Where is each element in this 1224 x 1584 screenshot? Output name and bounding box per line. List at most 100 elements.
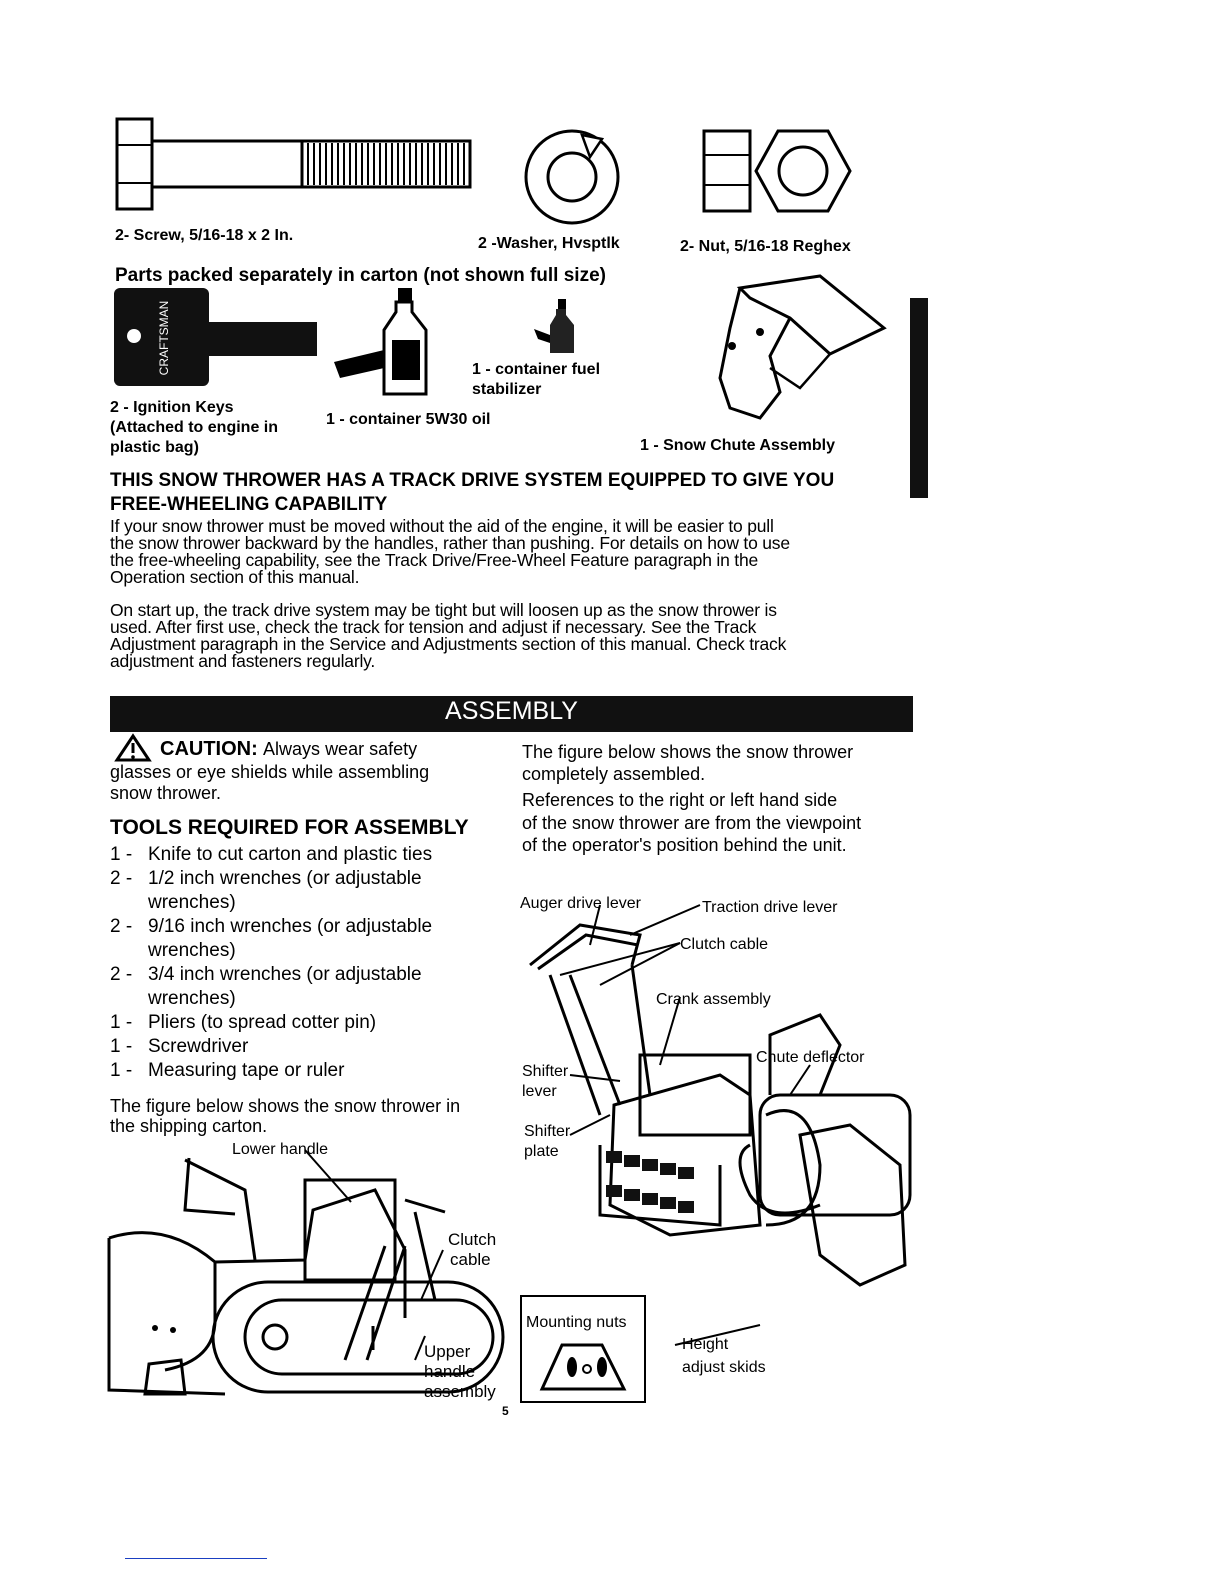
reference-line-1: References to the right or left hand sid… [522, 790, 838, 810]
tool-count: 1 - [110, 844, 133, 865]
tool-text: Knife to cut carton and plastic ties [148, 844, 433, 865]
para2-line: adjustment and fasteners regularly. [110, 651, 376, 671]
keys-caption-3: plastic bag) [110, 439, 199, 456]
shipping-line-1: The figure below shows the snow thrower … [110, 1096, 461, 1116]
carton-heading: Parts packed separately in carton (not s… [115, 265, 606, 286]
upper-handle-label-3: assembly [424, 1382, 496, 1401]
caution-line-3: snow thrower. [110, 783, 222, 803]
ignition-key-drawing: CRAFTSMAN [114, 288, 317, 386]
tool-item: 1 - Knife to cut carton and plastic ties [110, 843, 490, 867]
tool-text: 9/16 inch wrenches (or adjustable [148, 916, 433, 937]
tool-text-cont: wrenches) [148, 892, 236, 913]
caution-text: Always wear safety [263, 739, 418, 759]
caution-line-1: CAUTION: Always wear safety [160, 738, 417, 761]
caution-line-2: glasses or eye shields while assembling [110, 762, 430, 782]
keys-caption-2: (Attached to engine in [110, 419, 278, 436]
footer-rule [125, 1558, 267, 1559]
para1-line: If your snow thrower must be moved witho… [110, 516, 774, 536]
tool-text: 1/2 inch wrenches (or adjustable [148, 868, 422, 889]
mounting-nuts-inset: Mounting nuts [520, 1295, 646, 1403]
upper-handle-label-1: Upper [424, 1342, 471, 1361]
nut-caption: 2- Nut, 5/16-18 Reghex [680, 238, 851, 255]
shifter-lever-label-1: Shifter [522, 1063, 569, 1080]
assembled-snow-thrower-illustration [529, 904, 912, 1346]
assembly-banner-title: ASSEMBLY [445, 697, 578, 725]
tool-item: 1 - Screwdriver [110, 1035, 490, 1059]
para2-line: used. After first use, check the track f… [110, 617, 757, 637]
chute-deflector-label: Chute deflector [756, 1049, 865, 1066]
tool-item: 2 - 1/2 inch wrenches (or adjustable [110, 867, 490, 891]
tool-text-cont: wrenches) [148, 988, 236, 1009]
washer-drawing [524, 129, 620, 225]
oil-container-drawing [334, 288, 428, 396]
shifter-plate-label-1: Shifter [524, 1123, 571, 1140]
tool-count: 2 - [110, 964, 133, 985]
auger-drive-label: Auger drive lever [520, 895, 641, 912]
caution-icon [114, 733, 152, 762]
chute-caption: 1 - Snow Chute Assembly [640, 437, 835, 454]
clutch-cable-label: Clutch cable [680, 936, 769, 953]
shipping-line-2: the shipping carton. [110, 1116, 268, 1136]
page-number: 5 [502, 1404, 509, 1418]
nut-drawing [702, 129, 852, 213]
tool-text: 3/4 inch wrenches (or adjustable [148, 964, 422, 985]
shifter-lever-label-2: lever [522, 1083, 557, 1100]
tool-item: 2 - 9/16 inch wrenches (or adjustable [110, 915, 490, 939]
tool-text-cont: wrenches) [148, 940, 236, 961]
tool-item: 2 - 3/4 inch wrenches (or adjustable [110, 963, 490, 987]
assembly-banner: ASSEMBLY [110, 696, 913, 732]
para1-line: the snow thrower backward by the handles… [110, 533, 790, 553]
tool-text: Measuring tape or ruler [148, 1060, 345, 1081]
height-skids-label-1: Height [682, 1336, 729, 1353]
tool-text: Pliers (to spread cotter pin) [148, 1012, 377, 1033]
lower-handle-label: Lower handle [232, 1141, 329, 1158]
side-marker-bar [910, 298, 928, 498]
reference-line-2: of the snow thrower are from the viewpoi… [522, 813, 862, 833]
height-skids-label-2: adjust skids [682, 1359, 766, 1376]
stabilizer-container-drawing [534, 299, 574, 353]
right-line-2: completely assembled. [522, 764, 706, 784]
screw-drawing [115, 117, 472, 211]
crank-assembly-label: Crank assembly [656, 991, 771, 1008]
tool-count: 1 - [110, 1060, 133, 1081]
clutch-cable-label-1: Clutch [448, 1230, 497, 1249]
caution-label: CAUTION: [160, 738, 258, 760]
tool-item: 1 - Measuring tape or ruler [110, 1059, 490, 1083]
tool-item-cont: wrenches) [110, 939, 490, 963]
shifter-plate-label-2: plate [524, 1143, 559, 1160]
stabilizer-caption-2: stabilizer [472, 381, 542, 398]
freewheel-paragraph-2: On start up, the track drive system may … [110, 600, 910, 671]
tool-count: 1 - [110, 1036, 133, 1057]
tool-text: Screwdriver [148, 1036, 249, 1057]
clutch-cable-label-2: cable [450, 1250, 491, 1269]
tools-list: 1 -Knife to cut carton and plastic ties … [110, 843, 490, 1083]
traction-drive-label: Traction drive lever [702, 899, 838, 916]
tools-heading: TOOLS REQUIRED FOR ASSEMBLY [110, 816, 469, 839]
tool-item-cont: wrenches) [110, 987, 490, 1011]
snow-chute-drawing [718, 274, 887, 420]
freewheel-heading-1: THIS SNOW THROWER HAS A TRACK DRIVE SYST… [110, 470, 835, 491]
mounting-nuts-label: Mounting nuts [526, 1314, 627, 1331]
shipping-carton-illustration [107, 1149, 505, 1396]
para1-line: Operation section of this manual. [110, 567, 360, 587]
reference-line-3: of the operator's position behind the un… [522, 835, 847, 855]
right-line-1: The figure below shows the snow thrower [522, 742, 854, 762]
freewheel-heading-2: FREE-WHEELING CAPABILITY [110, 494, 388, 515]
oil-caption: 1 - container 5W30 oil [326, 411, 491, 428]
para2-line: On start up, the track drive system may … [110, 600, 777, 620]
tool-count: 1 - [110, 1012, 133, 1033]
tool-item-cont: wrenches) [110, 891, 490, 915]
tool-count: 2 - [110, 916, 133, 937]
stabilizer-caption-1: 1 - container fuel [472, 361, 601, 378]
skid-plate-icon [539, 1343, 627, 1391]
washer-caption: 2 -Washer, Hvsptlk [478, 235, 620, 252]
tool-item: 1 - Pliers (to spread cotter pin) [110, 1011, 490, 1035]
para1-line: the free-wheeling capability, see the Tr… [110, 550, 759, 570]
key-brand-text: CRAFTSMAN [157, 301, 171, 376]
freewheel-paragraph-1: If your snow thrower must be moved witho… [110, 516, 910, 587]
tool-count: 2 - [110, 868, 133, 889]
keys-caption-1: 2 - Ignition Keys [110, 399, 234, 416]
screw-caption: 2- Screw, 5/16-18 x 2 In. [115, 227, 294, 244]
upper-handle-label-2: handle [424, 1362, 476, 1381]
para2-line: Adjustment paragraph in the Service and … [110, 634, 787, 654]
